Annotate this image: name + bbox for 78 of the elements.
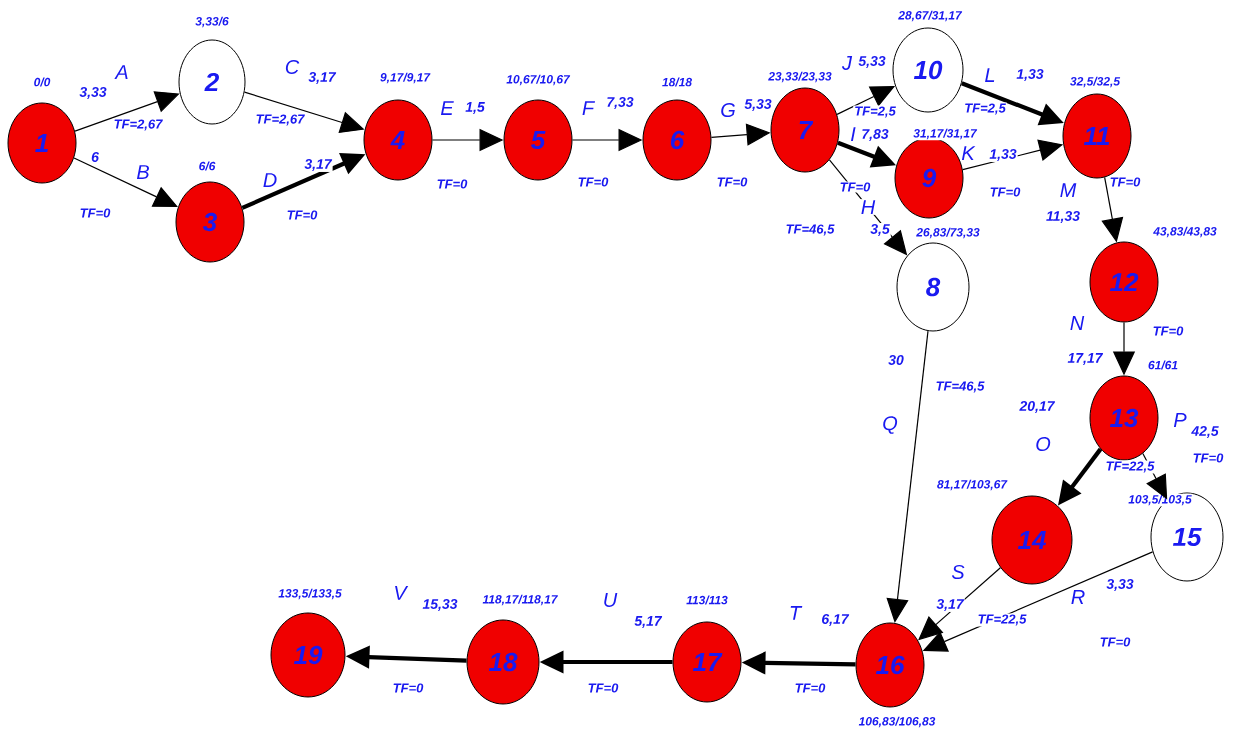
activity-label: P — [1172, 412, 1188, 428]
duration-label: 20,17 — [1018, 400, 1056, 414]
event-time-label: 103,5/103,5 — [1127, 493, 1193, 507]
event-time-label: 81,17/103,67 — [935, 478, 1009, 492]
float-label: TF=0 — [793, 682, 827, 694]
float-label: TF=0 — [988, 186, 1022, 198]
activity-label: C — [283, 58, 301, 76]
duration-label: 6,17 — [820, 613, 850, 627]
activity-label: R — [1069, 589, 1087, 605]
activity-label: S — [950, 563, 966, 581]
event-time-label: 32,5/32,5 — [1069, 75, 1121, 89]
duration-label: 3,33 — [1105, 578, 1135, 592]
duration-label: 1,33 — [988, 148, 1018, 162]
arrow — [886, 330, 929, 623]
float-label: TF=0 — [715, 176, 749, 188]
event-time-label: 9,17/9,17 — [379, 71, 432, 85]
activity-label: Q — [881, 415, 899, 435]
activity-label: V — [392, 585, 409, 601]
event-time-label: 6/6 — [197, 160, 217, 172]
duration-label: 17,17 — [1066, 352, 1104, 366]
event-time-label: 28,67/31,17 — [897, 9, 963, 23]
duration-label: 5,33 — [743, 98, 773, 112]
float-label: TF=46,5 — [784, 223, 836, 237]
activity-label: I — [849, 126, 857, 142]
event-time-label: 26,83/73,33 — [915, 226, 981, 240]
duration-label: 30 — [887, 354, 905, 366]
duration-label: 42,5 — [1190, 425, 1220, 439]
float-label: TF=2,5 — [963, 102, 1007, 116]
activity-label: O — [1034, 435, 1052, 453]
float-label: TF=0 — [1191, 452, 1225, 464]
float-label: TF=2,5 — [853, 105, 897, 119]
activity-label: U — [601, 592, 619, 608]
event-time-label: 113/113 — [685, 594, 729, 606]
float-label: TF=22,5 — [1104, 460, 1156, 474]
duration-label: 6 — [90, 151, 100, 163]
activity-label: L — [983, 67, 997, 83]
duration-label: 3,17 — [303, 158, 333, 172]
activity-label: E — [439, 100, 455, 116]
arrow — [73, 157, 178, 207]
activity-label: D — [261, 172, 279, 188]
event-time-label: 61/61 — [1147, 359, 1179, 371]
duration-label: 3,17 — [307, 71, 337, 85]
duration-label: 3,5 — [869, 223, 891, 237]
event-time-label: 43,83/43,83 — [1152, 225, 1218, 239]
activity-label: B — [135, 164, 151, 180]
event-time-label: 118,17/118,17 — [481, 593, 559, 607]
float-label: TF=0 — [586, 682, 620, 694]
duration-label: 5,17 — [633, 615, 663, 629]
float-label: TF=0 — [391, 682, 425, 694]
event-time-label: 23,33/23,33 — [767, 70, 833, 84]
float-label: TF=0 — [285, 209, 319, 221]
duration-label: 7,83 — [860, 128, 890, 142]
activity-label: M — [1058, 182, 1078, 198]
float-label: TF=0 — [838, 181, 872, 193]
activity-label: H — [859, 199, 877, 215]
event-time-label: 18/18 — [661, 76, 693, 88]
activity-label: F — [580, 100, 596, 116]
float-label: TF=0 — [1098, 636, 1132, 648]
event-time-label: 10,67/10,67 — [505, 73, 571, 87]
float-label: TF=22,5 — [976, 613, 1028, 627]
event-time-label: 3,33/6 — [194, 15, 230, 29]
event-time-label: 31,17/31,17 — [912, 127, 978, 141]
float-label: TF=2,67 — [112, 118, 164, 132]
float-label: TF=0 — [78, 207, 112, 219]
duration-label: 15,33 — [421, 598, 459, 612]
duration-label: 3,17 — [935, 598, 965, 612]
duration-label: 1,5 — [464, 101, 486, 115]
event-time-label: 106,83/106,83 — [857, 715, 937, 729]
activity-label: G — [719, 101, 737, 119]
float-label: TF=0 — [1108, 176, 1142, 188]
activity-label: N — [1068, 315, 1086, 331]
activity-label: J — [841, 55, 853, 71]
event-time-label: 133,5/133,5 — [277, 587, 343, 601]
activity-label: A — [114, 64, 130, 80]
float-label: TF=46,5 — [934, 380, 986, 394]
duration-label: 11,33 — [1045, 210, 1081, 224]
activity-label: T — [787, 605, 803, 621]
event-time-label: 0/0 — [32, 76, 52, 88]
